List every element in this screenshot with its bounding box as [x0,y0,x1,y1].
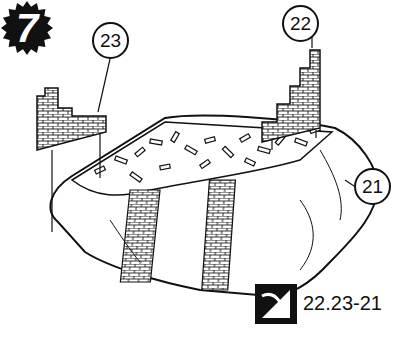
step-number-burst: 7 [1,1,53,55]
brick-wall [37,88,106,150]
brick-wall [262,50,320,142]
callout-number: 23 [100,31,121,50]
callout-circle: 22 [282,5,319,42]
base-mound [50,116,378,296]
brick-stairs [120,190,160,282]
callout-circle: 23 [92,22,129,59]
brick-stairs [202,180,236,290]
placement-lines [52,130,316,232]
terrain-lines [110,150,341,270]
glue-icon [255,284,297,324]
callout-circle: 21 [354,168,391,205]
leader-lines [98,24,354,186]
callout-number: 22 [290,14,311,33]
step-number: 7 [16,8,38,48]
glue-parts-label: 22.23-21 [303,292,382,315]
callout-number: 21 [362,177,383,196]
